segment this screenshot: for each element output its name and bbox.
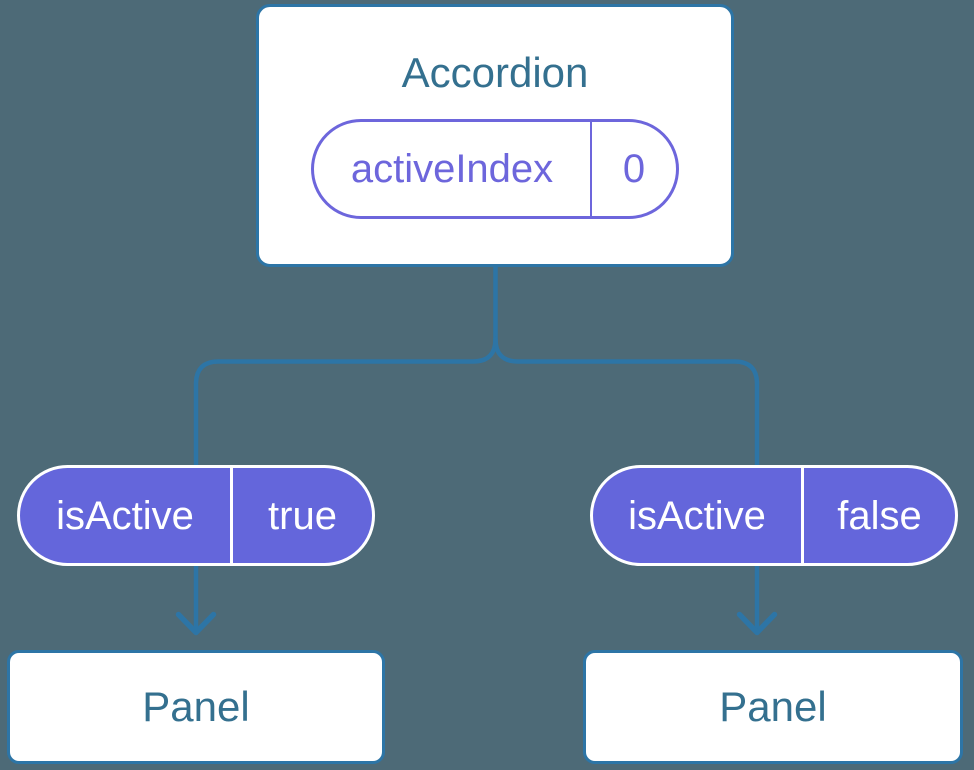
prop-pill-value: true (268, 493, 337, 538)
prop-pill-isactive-false: isActive false (590, 465, 958, 566)
accordion-component-box: Accordion activeIndex 0 (256, 4, 734, 267)
prop-pill-isactive-true: isActive true (17, 465, 375, 566)
panel-title: Panel (142, 683, 250, 730)
branch-line-left (193, 263, 498, 631)
arrow-down-icon (175, 611, 217, 636)
arrow-down-icon (736, 611, 778, 636)
prop-pill-value: false (837, 493, 922, 538)
branch-line-right (493, 336, 760, 631)
accordion-title: Accordion (401, 49, 589, 96)
panel-title: Panel (719, 683, 827, 730)
panel-component-box-left: Panel (7, 650, 385, 764)
state-pill-name: activeIndex (314, 122, 592, 216)
state-pill: activeIndex 0 (311, 119, 679, 219)
prop-pill-name: isActive (593, 468, 804, 563)
prop-pill-name: isActive (20, 468, 233, 563)
state-pill-value: 0 (622, 147, 646, 191)
panel-component-box-right: Panel (583, 650, 963, 764)
